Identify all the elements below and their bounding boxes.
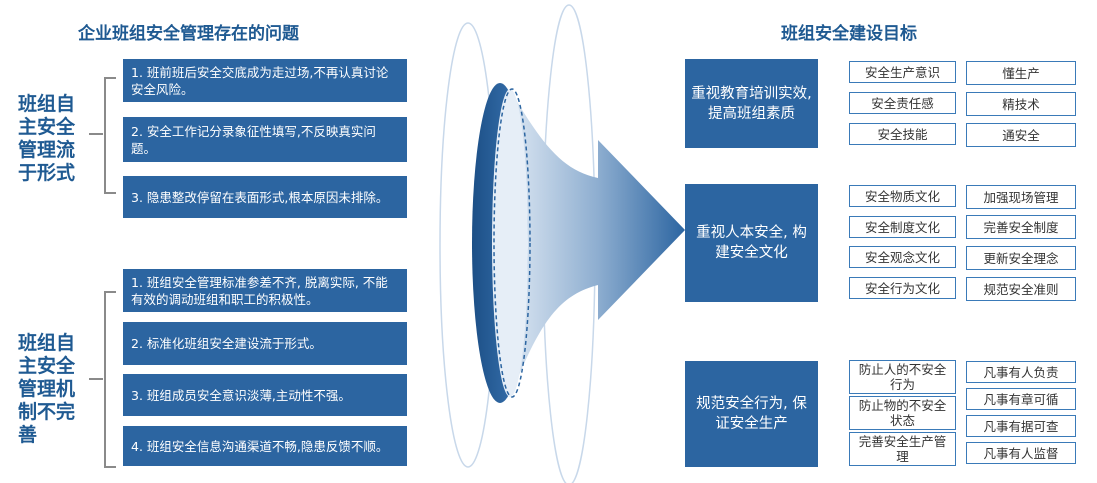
- goal-2-right-tag-4: 规范安全准则: [966, 277, 1076, 301]
- goal-1-right-tag-2: 精技术: [966, 92, 1076, 116]
- right-title: 班组安全建设目标: [781, 24, 917, 44]
- problem-1-3: 3. 隐患整改停留在表面形式,根本原因未排除。: [123, 176, 407, 218]
- goal-1-left-tag-2: 安全责任感: [849, 92, 956, 114]
- problem-2-1: 1. 班组安全管理标准参差不齐, 脱离实际, 不能有效的调动班组和职工的积极性。: [123, 269, 407, 312]
- group-label-2: 班组自主安全管理机制不完善: [18, 332, 76, 446]
- bracket-1-tick: [89, 133, 103, 135]
- goal-3-right-tag-2: 凡事有章可循: [966, 388, 1076, 410]
- goal-1-left-tag-1: 安全生产意识: [849, 61, 956, 83]
- funnel-cone: [510, 90, 685, 398]
- goal-3-left-tag-2: 防止物的不安全状态: [849, 396, 956, 430]
- bracket-1: [104, 77, 116, 194]
- goal-2-left-tag-3: 安全观念文化: [849, 246, 956, 268]
- goal-3-right-tag-1: 凡事有人负责: [966, 361, 1076, 383]
- goal-3-left-tag-1: 防止人的不安全行为: [849, 360, 956, 394]
- goal-1-right-tag-1: 懂生产: [966, 61, 1076, 85]
- goal-2-right-tag-1: 加强现场管理: [966, 185, 1076, 209]
- goal-1-right-tag-3: 通安全: [966, 123, 1076, 147]
- funnel-rim-inner: [492, 89, 528, 397]
- goal-1-left-tag-3: 安全技能: [849, 123, 956, 145]
- goal-2-left-tag-4: 安全行为文化: [849, 277, 956, 299]
- problem-1-2: 2. 安全工作记分录象征性填写,不反映真实问题。: [123, 117, 407, 162]
- goal-3: 规范安全行为, 保证安全生产: [685, 361, 818, 467]
- problem-1-1: 1. 班前班后安全交底成为走过场,不再认真讨论安全风险。: [123, 59, 407, 102]
- goal-3-right-tag-4: 凡事有人监督: [966, 442, 1076, 464]
- problem-2-4: 4. 班组安全信息沟通渠道不畅,隐患反馈不顺。: [123, 426, 407, 466]
- goal-1: 重视教育培训实效, 提高班组素质: [685, 59, 818, 148]
- group-label-1: 班组自主安全管理流于形式: [18, 93, 76, 184]
- goal-2-left-tag-2: 安全制度文化: [849, 216, 956, 238]
- problem-2-2: 2. 标准化班组安全建设流于形式。: [123, 322, 407, 365]
- goal-2-left-tag-1: 安全物质文化: [849, 185, 956, 207]
- funnel-rim-dashed: [493, 88, 531, 398]
- goal-3-left-tag-3: 完善安全生产管理: [849, 432, 956, 466]
- goal-2-right-tag-3: 更新安全理念: [966, 246, 1076, 270]
- problem-2-3: 3. 班组成员安全意识淡薄,主动性不强。: [123, 374, 407, 416]
- goal-2: 重视人本安全, 构建安全文化: [685, 184, 818, 302]
- bracket-2-tick: [89, 378, 103, 380]
- bracket-2: [104, 291, 116, 468]
- left-title: 企业班组安全管理存在的问题: [78, 24, 299, 44]
- goal-3-right-tag-3: 凡事有据可查: [966, 415, 1076, 437]
- goal-2-right-tag-2: 完善安全制度: [966, 215, 1076, 239]
